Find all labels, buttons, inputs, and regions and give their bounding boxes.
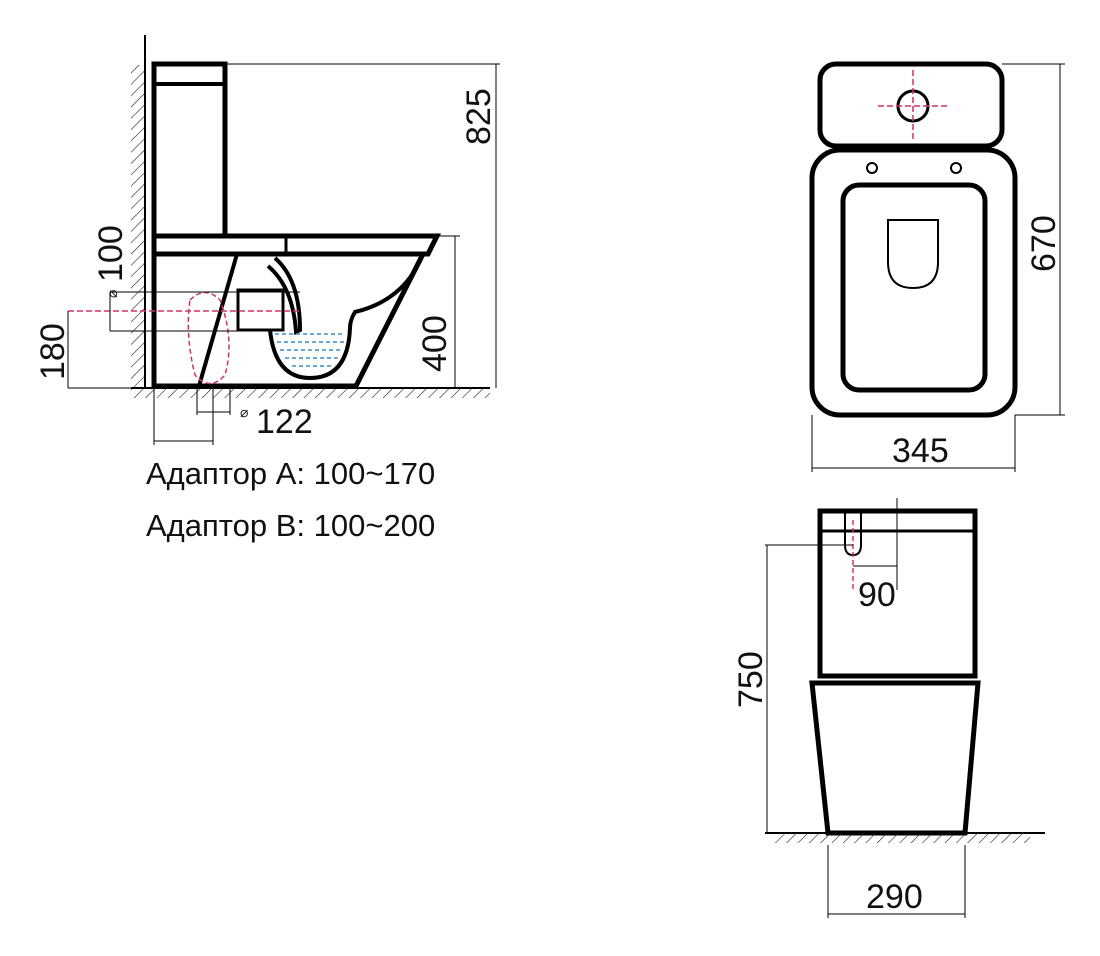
adapter-b-note: Адаптор В: 100~200 bbox=[146, 508, 436, 543]
adapter-a-note: Адаптор А: 100~170 bbox=[146, 456, 436, 491]
water-lines bbox=[275, 333, 345, 367]
seat-side bbox=[151, 233, 442, 257]
back-view: 90 750 290 bbox=[732, 498, 1045, 918]
side-view: 825 400 180 100 ⌀ ⌀ 122 bbox=[34, 35, 500, 445]
dim-290-label: 290 bbox=[866, 878, 923, 916]
dim-750-label: 750 bbox=[732, 651, 770, 708]
dim-345-label: 345 bbox=[892, 432, 949, 470]
floor-hatch bbox=[131, 388, 490, 398]
bowl-back bbox=[809, 680, 981, 836]
dim-400-label: 400 bbox=[416, 315, 454, 372]
bowl-side bbox=[151, 252, 426, 389]
outlet-circle bbox=[187, 291, 230, 385]
outlet-adapter bbox=[236, 288, 285, 332]
hinge-left-icon bbox=[866, 162, 878, 174]
tank-top bbox=[817, 61, 1005, 149]
dim-180-label: 180 bbox=[34, 323, 72, 380]
wall-hatch bbox=[131, 65, 145, 388]
back-floor-hatch bbox=[775, 833, 1030, 843]
dim-122-label: 122 bbox=[256, 403, 313, 441]
hinge-right-icon bbox=[950, 162, 962, 174]
trap-line bbox=[197, 253, 239, 387]
top-view: 670 345 bbox=[809, 61, 1065, 472]
dim-90-label: 90 bbox=[858, 576, 896, 614]
dim-670-label: 670 bbox=[1025, 215, 1063, 272]
dim-100-label: 100 bbox=[92, 225, 130, 282]
dim-825-label: 825 bbox=[460, 88, 498, 145]
seat-opening bbox=[840, 182, 988, 393]
dim-122-symbol: ⌀ bbox=[240, 404, 248, 420]
dim-100-symbol: ⌀ bbox=[104, 290, 120, 298]
bowl-inner bbox=[268, 253, 425, 381]
drain-hole bbox=[887, 219, 939, 290]
trap-curve bbox=[266, 256, 303, 336]
seat-top bbox=[809, 147, 1018, 418]
tank-side bbox=[151, 61, 228, 239]
